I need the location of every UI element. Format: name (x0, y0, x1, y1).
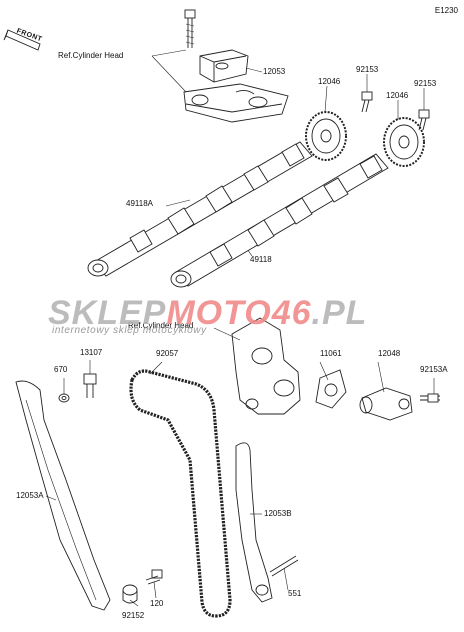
label-92153-a: 92153 (356, 65, 379, 74)
chain-guide-12053A (15, 380, 111, 611)
label-12048: 12048 (378, 349, 401, 358)
cam-sprocket-b (383, 117, 425, 167)
label-12053B: 12053B (264, 509, 292, 518)
cam-sprocket-a (305, 111, 347, 161)
label-92152: 92152 (122, 611, 145, 620)
bolt-120 (145, 569, 163, 585)
watermark-part3: .PL (311, 294, 368, 332)
camshaft-cap (199, 49, 249, 83)
label-12053: 12053 (263, 67, 286, 76)
bolt-13107 (83, 373, 97, 398)
label-13107: 13107 (80, 348, 103, 357)
watermark-logo: SKLEPMOTO46.PL (48, 294, 367, 333)
label-12046-b: 12046 (386, 91, 409, 100)
label-49118A: 49118A (126, 199, 153, 208)
ref-cylinder-head-mid: Ref.Cylinder Head (128, 321, 194, 330)
pin-551 (269, 555, 299, 577)
bearing-block (183, 83, 289, 123)
gasket-11061 (315, 369, 347, 409)
label-670: 670 (54, 365, 68, 374)
cap-bolt (184, 9, 196, 48)
front-arrow-icon (3, 29, 41, 51)
label-12053A: 12053A (16, 491, 44, 500)
watermark-subtitle: internetowy sklep motocyklowy (52, 325, 207, 336)
bolt-92153A (420, 393, 440, 403)
chain-tensioner-12048 (359, 387, 413, 421)
washer-670 (58, 393, 70, 403)
label-92153A: 92153A (420, 365, 448, 374)
camshaft-49118 (170, 153, 389, 288)
chain-guide-12053B (235, 442, 273, 603)
tensioner-housing (231, 317, 301, 415)
label-12046-a: 12046 (318, 77, 341, 86)
ref-cylinder-head-top: Ref.Cylinder Head (58, 51, 124, 60)
leader-lines-bottom (45, 327, 435, 607)
label-49118: 49118 (250, 255, 272, 264)
bolt-92153-b (418, 109, 430, 131)
bolt-92153-a (361, 91, 373, 113)
collar-92152 (122, 584, 138, 604)
watermark-part1: SKLEP (48, 294, 167, 332)
label-92057: 92057 (156, 349, 179, 358)
timing-chain-92057 (129, 369, 232, 618)
label-551: 551 (288, 589, 302, 598)
diagram-code: E1230 (434, 6, 458, 15)
label-92153-b: 92153 (414, 79, 437, 88)
camshaft-49118A (87, 141, 313, 277)
label-11061: 11061 (320, 349, 342, 358)
watermark-part2: MOTO46 (166, 294, 312, 332)
label-120: 120 (150, 599, 164, 608)
